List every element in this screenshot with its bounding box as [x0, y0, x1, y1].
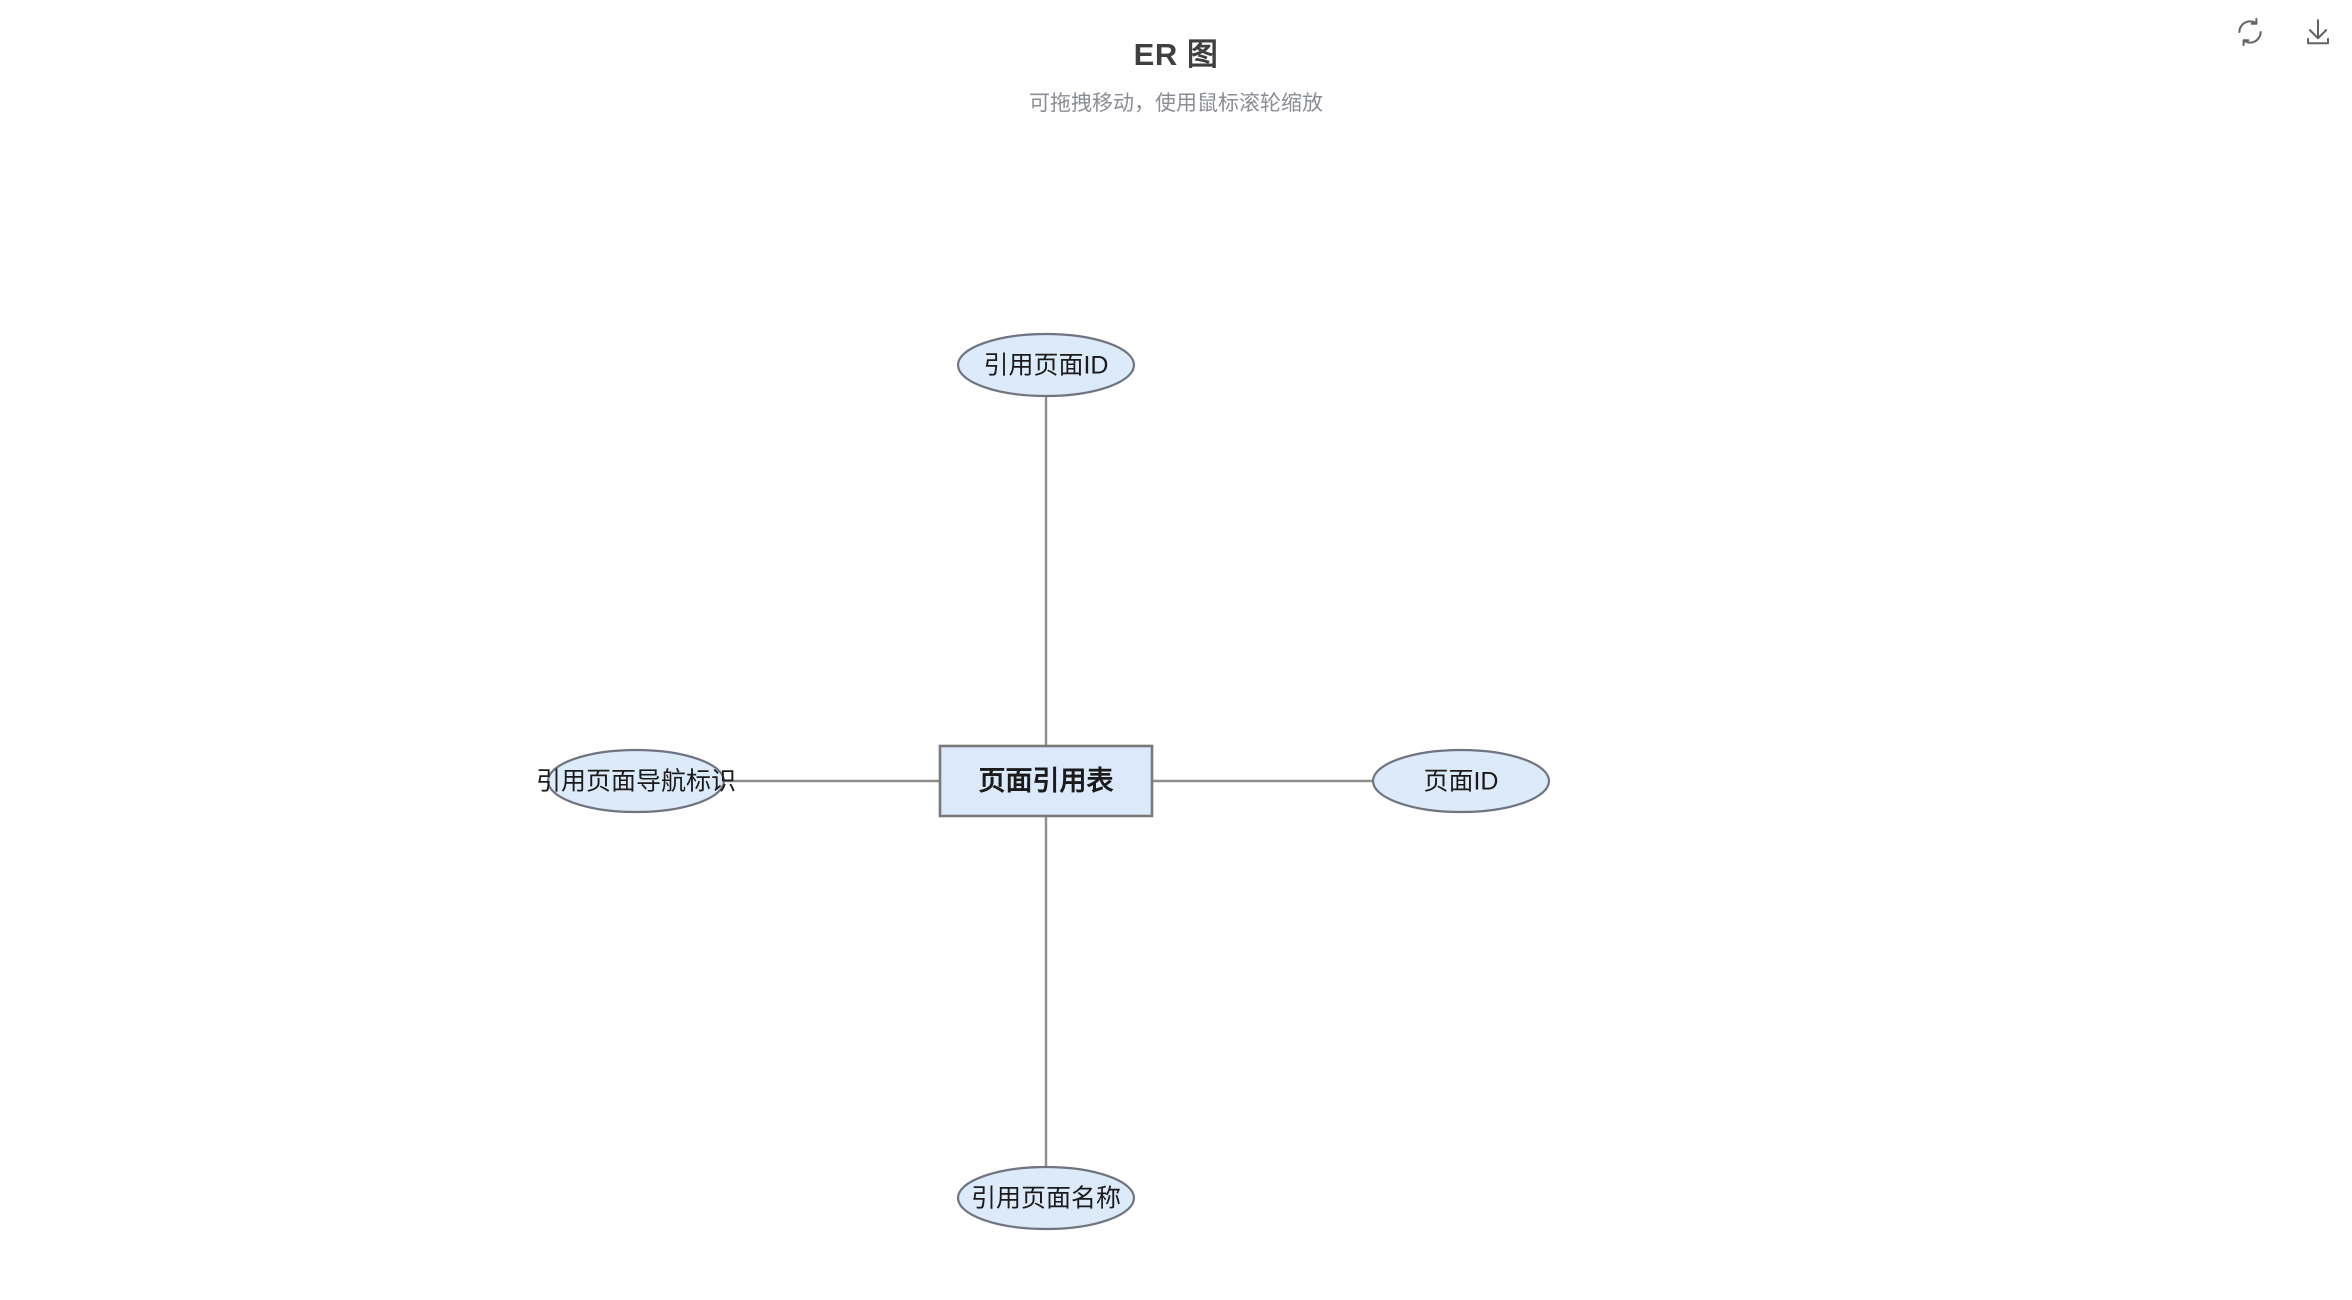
- download-button[interactable]: [2296, 10, 2340, 54]
- attribute-label: 页面ID: [1423, 768, 1498, 796]
- attribute-label: 引用页面ID: [983, 352, 1108, 380]
- attribute-node-right[interactable]: 页面ID: [1371, 748, 1551, 814]
- attribute-node-bottom[interactable]: 引用页面名称: [956, 1165, 1136, 1231]
- attribute-ellipse: [1371, 748, 1551, 814]
- attribute-ellipse: [546, 748, 726, 814]
- entity-label: 页面引用表: [979, 766, 1114, 796]
- attribute-node-top[interactable]: 引用页面ID: [956, 332, 1136, 398]
- reset-view-button[interactable]: [2228, 10, 2272, 54]
- entity-rect: [938, 744, 1154, 818]
- attribute-node-left[interactable]: 引用页面导航标识: [536, 748, 736, 814]
- edge-group: [724, 396, 1373, 1168]
- attribute-ellipse: [956, 1165, 1136, 1231]
- attribute-ellipse: [956, 332, 1136, 398]
- entity-node-page-reference-table[interactable]: 页面引用表: [938, 744, 1154, 818]
- refresh-icon: [2235, 17, 2265, 47]
- attribute-label: 引用页面导航标识: [536, 768, 736, 796]
- diagram-toolbar: [2228, 10, 2340, 54]
- attribute-label: 引用页面名称: [971, 1185, 1121, 1213]
- download-icon: [2303, 17, 2333, 47]
